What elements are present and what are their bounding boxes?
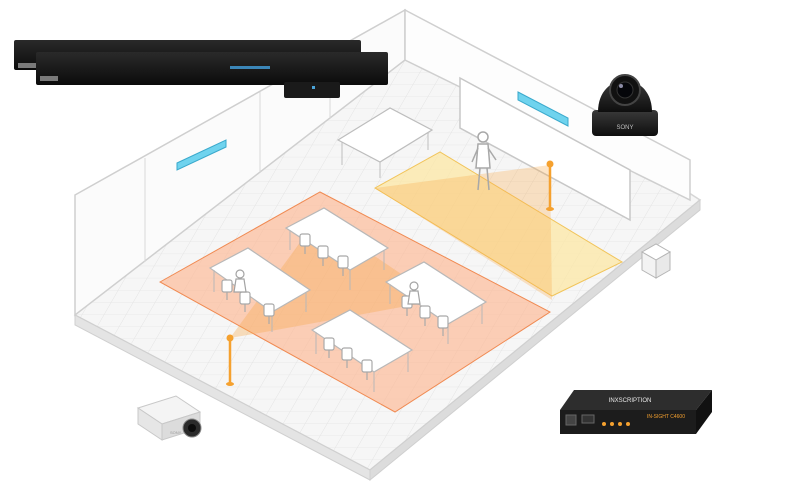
chair	[337, 255, 349, 276]
chair	[323, 337, 335, 358]
back-right-wall	[404, 8, 691, 222]
coverage-zone-audience	[158, 191, 551, 413]
camera-beam-rear	[375, 165, 552, 300]
camera-beam-front	[230, 218, 440, 338]
student-figure	[233, 269, 247, 293]
control-processor: INXSCRIPTION IN-SIGHT C4600	[560, 390, 712, 434]
processor-brand-label: INXSCRIPTION	[609, 398, 652, 404]
coverage-zone-presenter	[374, 151, 624, 297]
box-camera-label: SONY	[170, 430, 182, 435]
chair	[437, 315, 449, 336]
light-bar-left	[176, 139, 227, 171]
storage-cabinet	[640, 243, 672, 279]
ptz-camera: SONY	[592, 74, 658, 136]
chair	[419, 305, 431, 326]
processor-model-label: IN-SIGHT C4600	[647, 414, 685, 420]
desk-3	[310, 309, 414, 392]
ceiling-speaker-bar-2	[36, 52, 388, 85]
chair	[299, 233, 311, 254]
network-switch	[284, 82, 340, 98]
seated-people	[233, 269, 421, 305]
desk-1	[208, 247, 312, 332]
desk-2	[284, 207, 390, 290]
camera-pole-front	[226, 334, 234, 386]
chair	[341, 347, 353, 368]
presenter-table	[336, 107, 434, 178]
ptz-brand-label: SONY	[616, 125, 633, 131]
student-figure	[407, 281, 421, 305]
chair	[317, 245, 329, 266]
light-bar-right	[517, 91, 569, 127]
box-camera: SONY	[136, 395, 202, 441]
chairs	[221, 233, 449, 380]
chair	[263, 303, 275, 324]
chair	[221, 279, 233, 300]
camera-pole-rear	[546, 160, 554, 211]
chair	[361, 359, 373, 380]
presenter-figure	[471, 131, 497, 191]
whiteboard	[459, 76, 631, 222]
